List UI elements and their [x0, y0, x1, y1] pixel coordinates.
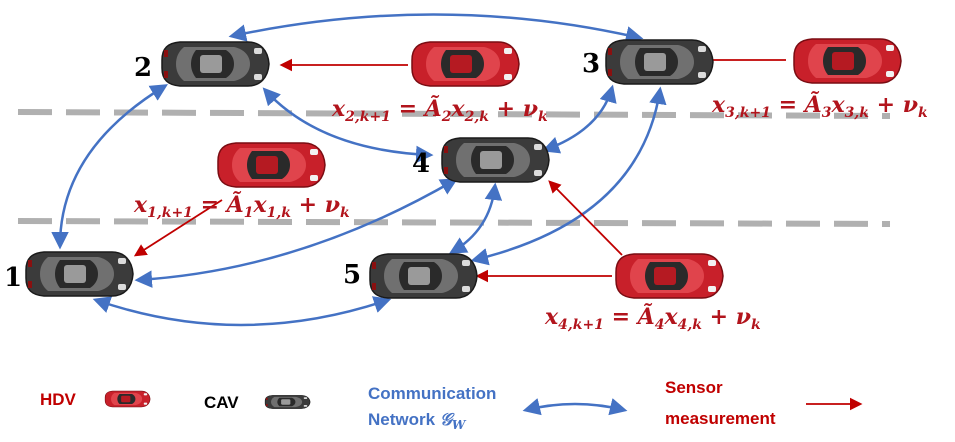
cav-car-4 — [441, 137, 550, 183]
sensor-edge-hdv1-cav1 — [133, 199, 223, 257]
legend-measurement-label: measurement — [665, 409, 776, 428]
node-label-1: 1 — [4, 263, 22, 293]
comm-edge-2-1 — [51, 84, 168, 250]
hdv-car-4 — [615, 253, 724, 299]
legend: HDV CAV Communication Network 𝒢W Sensor … — [40, 378, 863, 432]
legend-cav-car-icon — [264, 395, 311, 409]
comm-edge-1-5 — [92, 296, 392, 327]
lane-divider-lower — [17, 218, 891, 227]
node-label-5: 5 — [343, 260, 361, 290]
comm-edge-3-5 — [470, 86, 667, 266]
legend-network-label: Network 𝒢W — [368, 410, 467, 432]
hdv-car-2 — [411, 41, 520, 87]
sensor-edge-hdv4-cav4 — [548, 180, 623, 256]
comm-edge-2-4 — [262, 87, 434, 164]
comm-edge-2-3 — [228, 13, 644, 44]
equation-hdv-1: x1,k+1 = Ã1x1,k + νk — [133, 191, 350, 221]
equation-hdv-4: x4,k+1 = Ã4x4,k + νk — [544, 303, 761, 333]
cav-car-5 — [369, 253, 478, 299]
legend-communication-label: Communication — [368, 384, 496, 403]
cav-car-1 — [25, 251, 134, 297]
comm-edge-3-4 — [541, 84, 617, 154]
hdv-car-3 — [793, 38, 902, 84]
sensor-edges — [133, 53, 786, 283]
equation-hdv-2: x2,k+1 = Ã2x2,k + νk — [331, 95, 548, 125]
equation-hdv-3: x3,k+1 = Ã3x3,k + νk — [711, 91, 928, 121]
legend-hdv-label: HDV — [40, 390, 77, 409]
node-label-4: 4 — [412, 149, 430, 179]
comm-edge-4-1 — [134, 178, 459, 288]
node-label-2: 2 — [134, 53, 152, 83]
legend-communication-arrow — [522, 398, 628, 416]
cav-car-3 — [605, 39, 714, 85]
legend-hdv-car-icon — [104, 390, 151, 408]
legend-cav-label: CAV — [204, 393, 239, 412]
hdv-car-1 — [217, 142, 326, 188]
legend-sensor-label: Sensor — [665, 378, 723, 397]
cav-car-2 — [161, 41, 270, 87]
comm-edge-4-5 — [448, 182, 503, 254]
communication-edges — [51, 13, 667, 327]
node-label-3: 3 — [582, 49, 600, 79]
